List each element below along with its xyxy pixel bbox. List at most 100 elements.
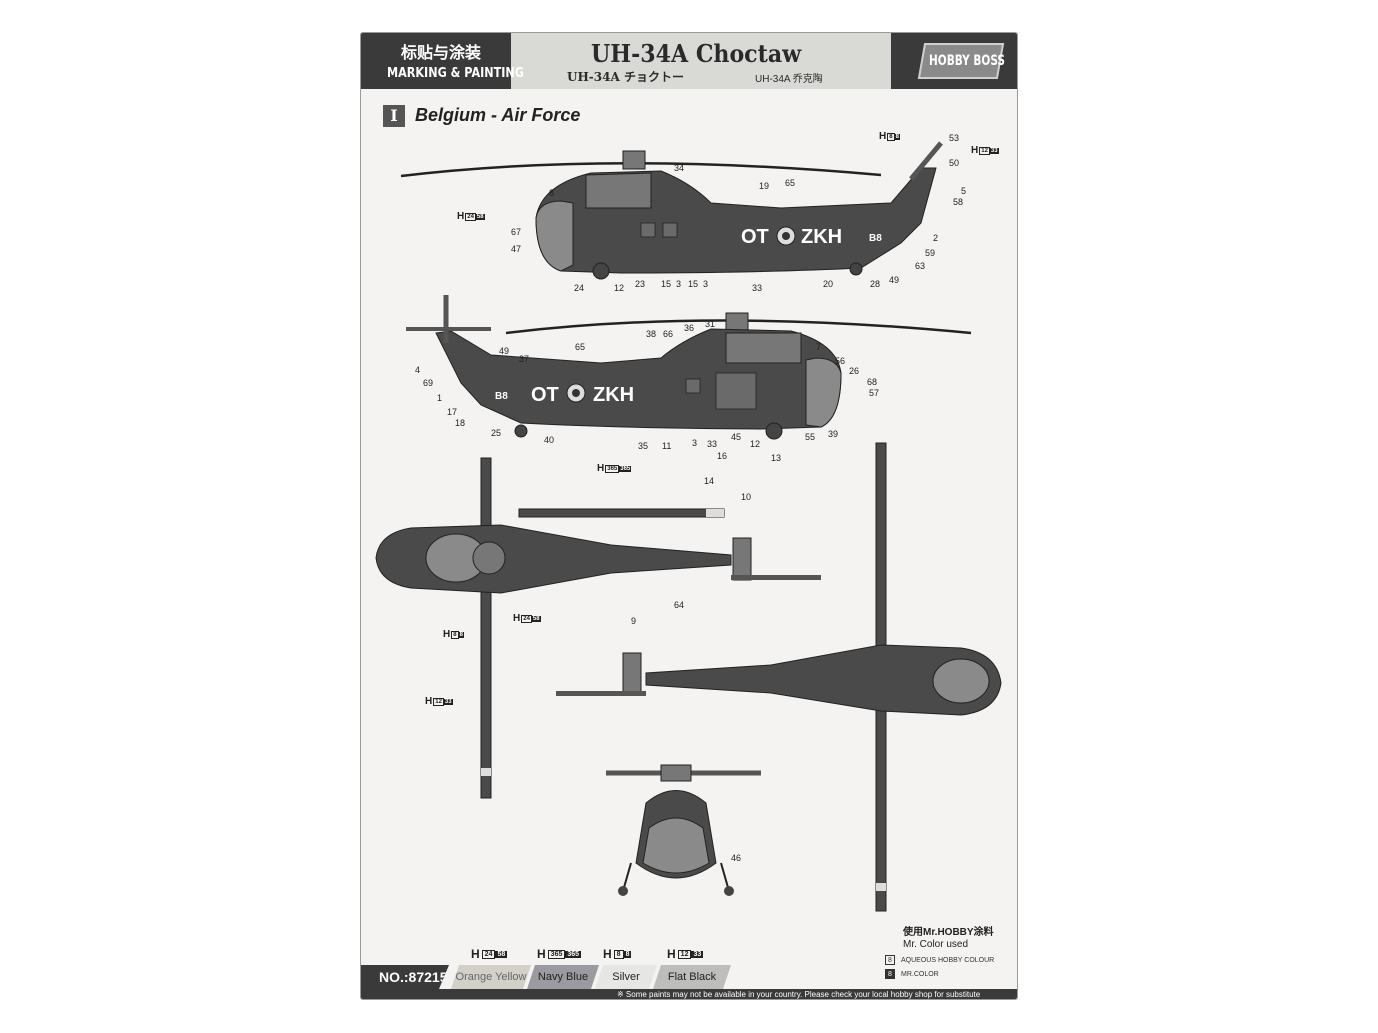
paint-swatch-silver: Silver [595, 965, 657, 989]
callout: 7 [816, 342, 822, 352]
paint-brand-subtitle: Mr. Color used [903, 939, 969, 950]
front-view [606, 764, 761, 896]
callout: 36 [684, 323, 695, 333]
callout: 45 [731, 432, 742, 442]
callout: 65 [785, 178, 796, 188]
paint-swatch-navy-blue: Navy Blue [527, 965, 599, 989]
side2-tail-code: B8 [495, 391, 508, 402]
callout: 1 [437, 393, 443, 403]
callout: 39 [828, 429, 839, 439]
japanese-model-name: UH-34A チョクトー [567, 70, 684, 84]
callout: 35 [638, 441, 649, 451]
callout: 24 [574, 283, 585, 293]
footer-note: ※ Some paints may not be available in yo… [361, 989, 1017, 999]
callout: 15 [661, 279, 672, 289]
callout: 50 [949, 158, 960, 168]
header-middle-band [511, 33, 891, 89]
side1-serial: ZKH [801, 226, 842, 248]
paint-swatch-flat-black: Flat Black [653, 965, 731, 989]
helicopter-drawings: OT ZKH B8 OT ZKH B8 [375, 141, 1002, 912]
kit-number: NO.:87215 [361, 965, 449, 989]
side-view-right: OT ZKH B8 [406, 295, 972, 440]
instruction-sheet: 标贴与涂装 MARKING & PAINTING UH-34A Choctaw … [360, 32, 1018, 1000]
callout: 25 [491, 428, 502, 438]
bottom-view [556, 442, 1002, 912]
callout: 23 [635, 279, 646, 289]
callout: 64 [674, 600, 685, 610]
mrcolor-box: 8 [885, 969, 895, 979]
callout: 17 [447, 407, 458, 417]
callout: 66 [663, 329, 674, 339]
callout: 31 [705, 319, 716, 329]
callout: 46 [731, 853, 742, 863]
aqueous-box: 8 [885, 955, 895, 965]
callout: 47 [511, 244, 522, 254]
callout: 63 [915, 261, 926, 271]
callout: 67 [511, 227, 522, 237]
aqueous-legend-row: 8 AQUEOUS HOBBY COLOUR [885, 955, 994, 965]
side1-tail-code: B8 [869, 233, 882, 244]
mrcolor-legend-row: 8 MR.COLOR [885, 969, 939, 979]
callout: 19 [759, 181, 770, 191]
callout: 14 [704, 476, 715, 486]
callout: 40 [544, 435, 555, 445]
model-name: UH-34A Choctaw [591, 39, 802, 68]
english-title: MARKING & PAINTING [387, 66, 524, 81]
callout: 26 [849, 366, 860, 376]
side2-serial: ZKH [593, 384, 634, 406]
callout: 33 [707, 439, 718, 449]
side-view-left: OT ZKH B8 [400, 141, 943, 280]
top-view [375, 457, 821, 799]
callout: 12 [614, 283, 625, 293]
side2-code-left: OT [531, 384, 559, 406]
callout: 53 [949, 133, 960, 143]
chinese-model-name: UH-34A 乔克陶 [755, 74, 823, 85]
callout: 18 [455, 418, 466, 428]
callout: 49 [499, 346, 510, 356]
callout: 49 [889, 275, 900, 285]
callout: 34 [674, 163, 685, 173]
callout: 8 [549, 188, 555, 198]
mrcolor-label: MR.COLOR [901, 970, 939, 978]
callout: 37 [519, 354, 530, 364]
callout: 16 [717, 451, 728, 461]
paint-brand-title: 使用Mr.HOBBY涂料 [903, 927, 994, 938]
callout: 12 [750, 439, 761, 449]
callout: 59 [925, 248, 936, 258]
callout: 11 [662, 441, 672, 451]
callout: 69 [423, 378, 434, 388]
callout: 38 [646, 329, 657, 339]
callout: 20 [823, 279, 834, 289]
callout: 65 [575, 342, 586, 352]
callout: 3 [676, 279, 682, 289]
callout: 4 [415, 365, 421, 375]
callout: 56 [835, 356, 846, 366]
callout: 57 [869, 388, 880, 398]
paint-swatch-orange-yellow: Orange Yellow [451, 965, 531, 989]
scheme-title: Belgium - Air Force [415, 105, 581, 125]
callout: 55 [805, 432, 816, 442]
callout: 68 [867, 377, 878, 387]
sheet-header: 标贴与涂装 MARKING & PAINTING UH-34A Choctaw … [361, 33, 1017, 89]
callout: 3 [692, 438, 698, 448]
aqueous-label: AQUEOUS HOBBY COLOUR [901, 956, 995, 964]
scheme-number: I [383, 105, 405, 127]
callout: 15 [688, 279, 699, 289]
callout: 13 [771, 453, 782, 463]
side1-code-left: OT [741, 226, 769, 248]
callout: 10 [741, 492, 752, 502]
callout: 5 [961, 186, 967, 196]
chinese-title: 标贴与涂装 [401, 45, 482, 62]
callout: 33 [752, 283, 763, 293]
